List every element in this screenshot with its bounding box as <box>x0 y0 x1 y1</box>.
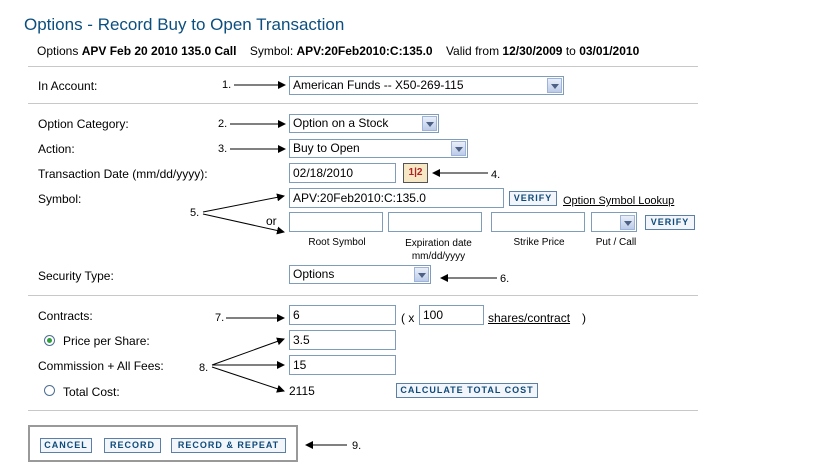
valid-from-label: Valid from <box>445 44 500 58</box>
calculate-total-cost-button[interactable]: CALCULATE TOTAL COST <box>396 383 538 398</box>
or-label: or <box>266 214 277 228</box>
price-per-share-radio[interactable] <box>44 335 55 346</box>
price-per-share-input[interactable]: 3.5 <box>289 330 396 350</box>
contracts-input[interactable]: 6 <box>289 305 396 325</box>
verify-components-button[interactable]: VERIFY <box>645 215 695 230</box>
account-value: American Funds -- X50-269-115 <box>293 78 464 92</box>
action-select[interactable]: Buy to Open <box>289 139 468 158</box>
option-name: APV Feb 20 2010 135.0 Call <box>81 44 237 58</box>
to-label: to <box>565 44 576 58</box>
page-title: Options - Record Buy to Open Transaction <box>24 15 345 34</box>
expiration-date-input[interactable] <box>388 212 482 232</box>
category-select[interactable]: Option on a Stock <box>289 114 439 133</box>
category-value: Option on a Stock <box>293 116 389 130</box>
option-summary: Options APV Feb 20 2010 135.0 Call Symbo… <box>37 44 639 58</box>
contracts-label: Contracts: <box>38 309 93 323</box>
arrow-5b <box>202 213 285 235</box>
commission-input[interactable]: 15 <box>289 355 396 375</box>
verify-symbol-button[interactable]: VERIFY <box>509 191 557 206</box>
strike-price-caption: Strike Price <box>513 237 565 248</box>
chevron-down-icon[interactable] <box>414 267 429 282</box>
date-label: Transaction Date (mm/dd/yyyy): <box>38 167 208 181</box>
annotation-2: 2. <box>218 118 228 130</box>
divider <box>28 410 698 411</box>
total-cost-radio[interactable] <box>44 385 55 396</box>
divider <box>28 103 698 104</box>
action-label: Action: <box>38 142 75 156</box>
root-symbol-input[interactable] <box>289 212 383 232</box>
annotation-1: 1. <box>222 79 232 91</box>
divider <box>28 295 698 296</box>
arrow-5a <box>202 193 285 213</box>
security-type-value: Options <box>293 267 335 281</box>
strike-price-input[interactable] <box>491 212 585 232</box>
symbol-label: Symbol: <box>38 192 82 206</box>
valid-to-date: 03/01/2010 <box>579 44 640 58</box>
chevron-down-icon[interactable] <box>620 215 635 230</box>
put-call-caption: Put / Call <box>595 237 637 248</box>
category-label: Option Category: <box>38 117 129 131</box>
expiration-date-caption: Expiration date mm/dd/yyyy <box>405 238 472 262</box>
annotation-9: 9. <box>352 440 362 452</box>
annotation-6: 6. <box>500 273 510 285</box>
record-button[interactable]: RECORD <box>104 438 161 453</box>
symbol-value: APV:20Feb2010:C:135.0 <box>296 44 433 58</box>
account-select[interactable]: American Funds -- X50-269-115 <box>289 76 564 95</box>
annotation-3: 3. <box>218 143 228 155</box>
put-call-select[interactable] <box>591 212 637 232</box>
cancel-button[interactable]: CANCEL <box>40 438 92 453</box>
divider <box>28 66 698 67</box>
arrow-8c <box>211 366 285 393</box>
action-buttons-frame <box>28 425 298 462</box>
option-symbol-lookup-link[interactable]: Option Symbol Lookup <box>563 195 675 207</box>
action-value: Buy to Open <box>293 141 360 155</box>
security-type-label: Security Type: <box>38 269 114 283</box>
record-and-repeat-button[interactable]: RECORD & REPEAT <box>171 438 286 453</box>
shares-per-contract-input[interactable]: 100 <box>419 305 484 325</box>
symbol-input[interactable]: APV:20Feb2010:C:135.0 <box>289 188 504 208</box>
commission-label: Commission + All Fees: <box>38 359 164 373</box>
multiplier-open: ( x <box>401 311 415 325</box>
chevron-down-icon[interactable] <box>422 116 437 131</box>
security-type-select[interactable]: Options <box>289 265 431 284</box>
price-per-share-label: Price per Share: <box>63 334 150 348</box>
account-label: In Account: <box>38 79 98 93</box>
calendar-icon[interactable]: 1|2 <box>403 163 428 183</box>
chevron-down-icon[interactable] <box>547 78 562 93</box>
total-cost-label: Total Cost: <box>63 385 120 399</box>
root-symbol-caption: Root Symbol <box>308 237 366 248</box>
total-cost-value: 2115 <box>289 384 315 398</box>
annotation-5: 5. <box>190 207 200 219</box>
chevron-down-icon[interactable] <box>451 141 466 156</box>
symbol-label: Symbol: <box>249 44 294 58</box>
annotation-7: 7. <box>215 312 225 324</box>
annotation-8: 8. <box>199 362 209 374</box>
option-prefix: Options <box>37 44 79 58</box>
annotation-4: 4. <box>491 169 501 181</box>
valid-from-date: 12/30/2009 <box>502 44 563 58</box>
arrow-8a <box>211 337 285 366</box>
transaction-date-input[interactable]: 02/18/2010 <box>289 163 396 183</box>
multiplier-close: ) <box>582 311 586 325</box>
shares-contract-link[interactable]: shares/contract <box>488 311 571 325</box>
